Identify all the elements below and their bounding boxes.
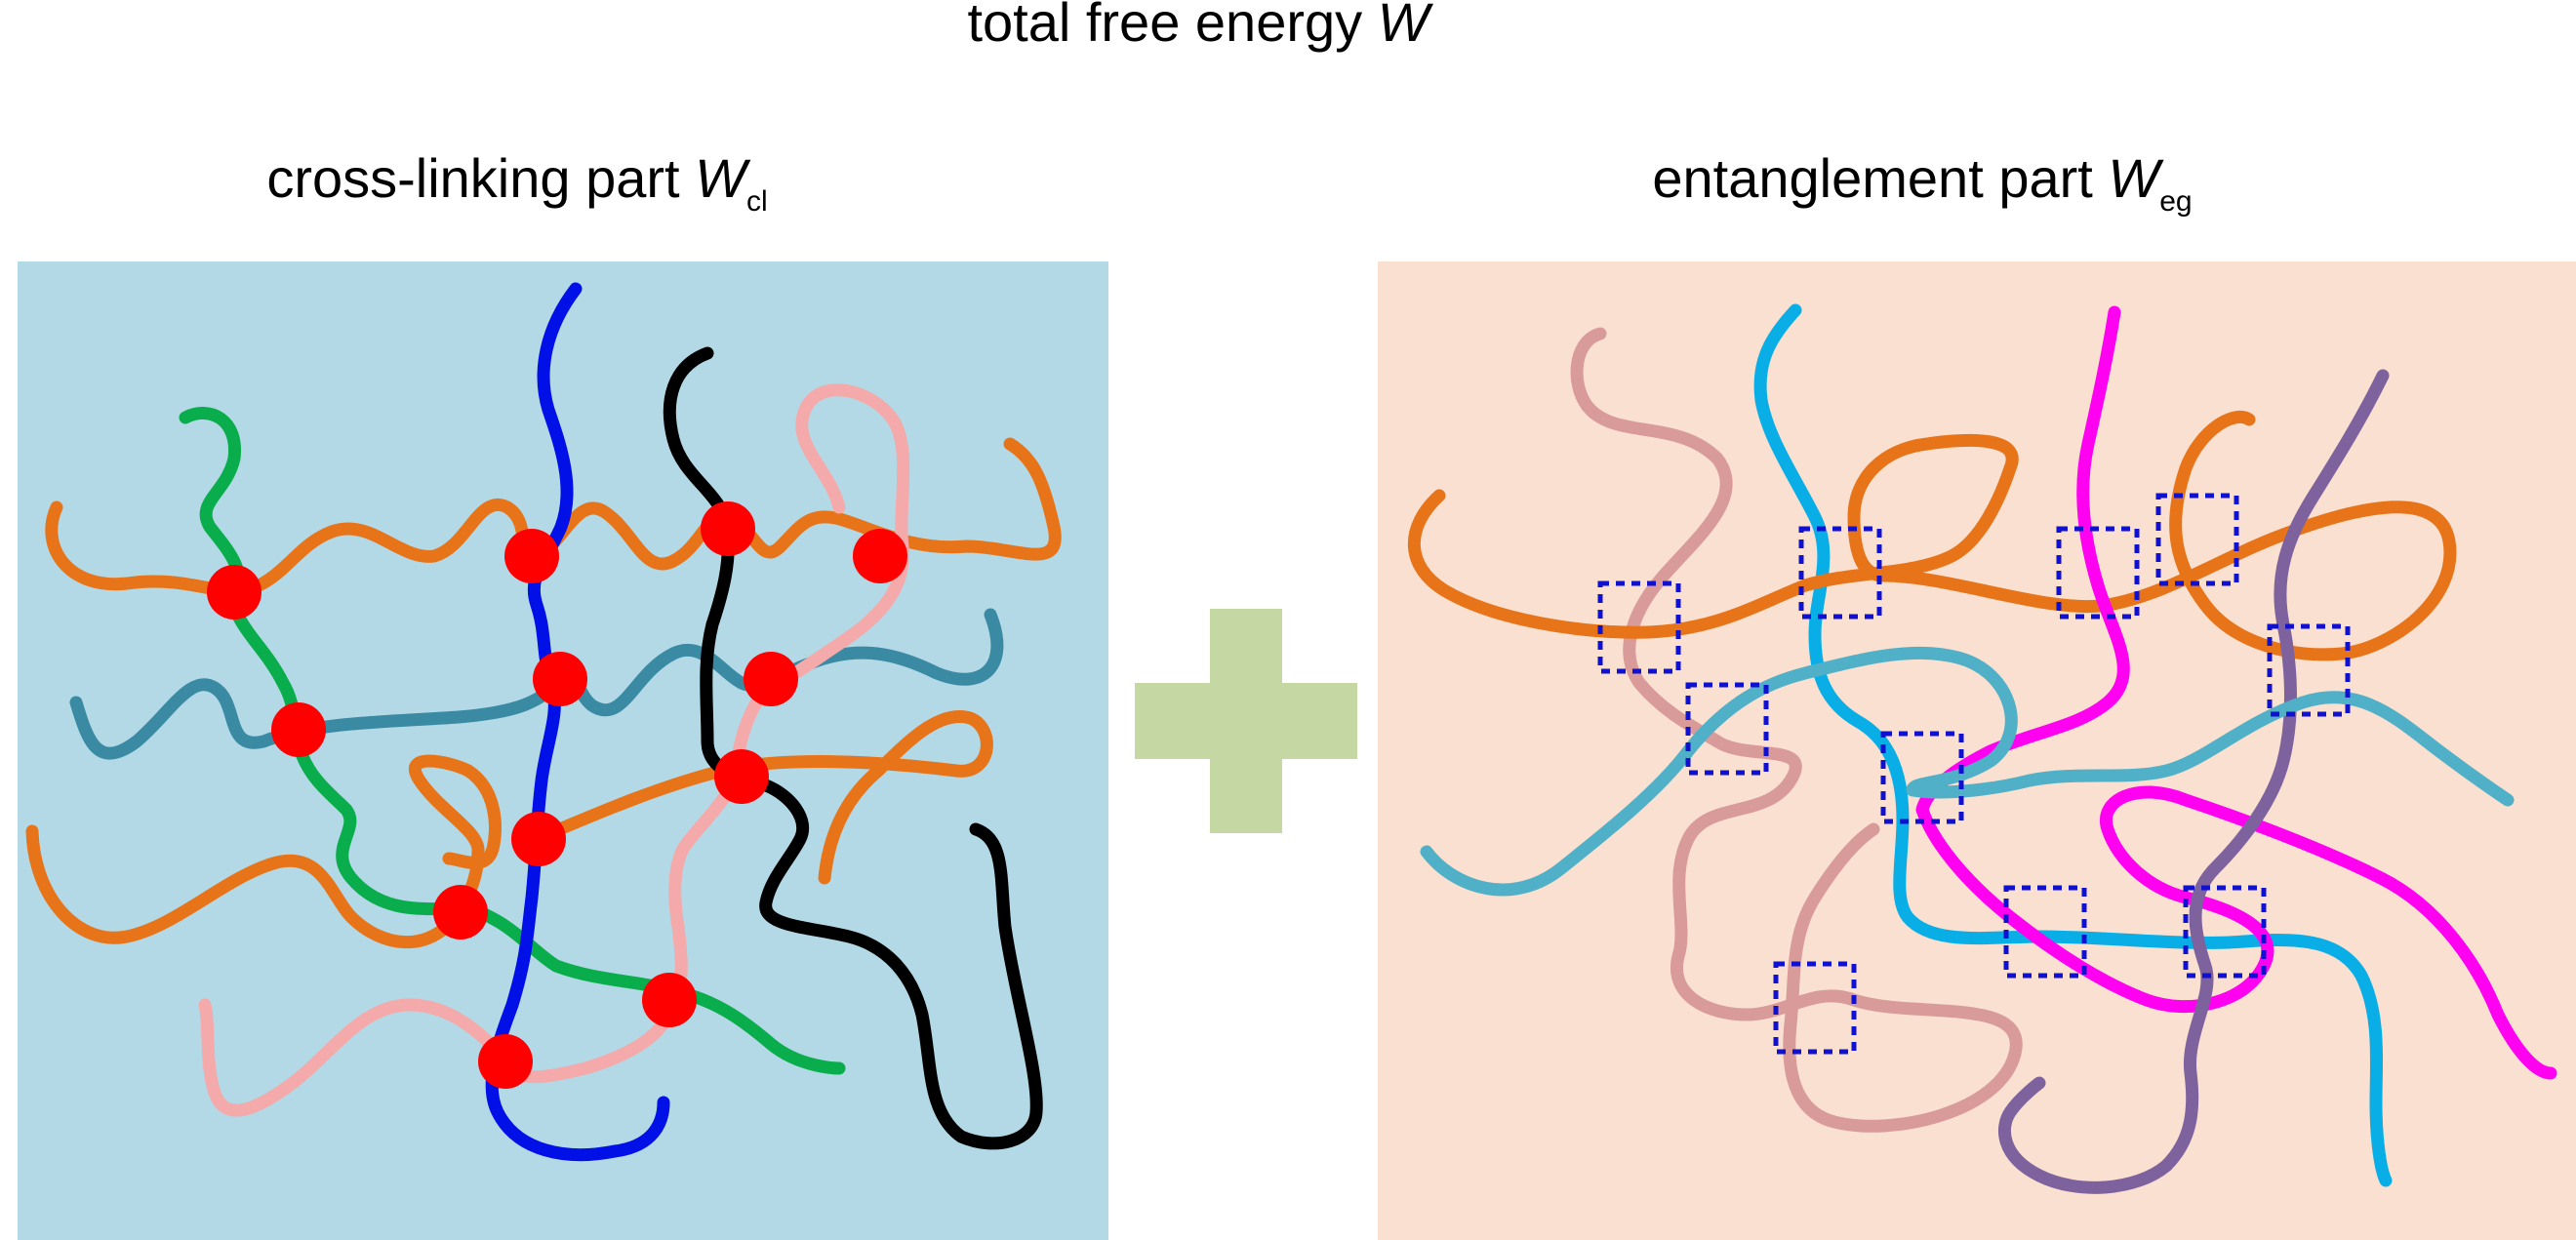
crosslink-node (701, 501, 755, 556)
orange-strand-entangled (1407, 410, 2457, 661)
crosslink-nodes (207, 501, 907, 1089)
entanglement-marker (1880, 731, 1964, 824)
right-panel-heading: entanglement part Weg (1652, 147, 2192, 218)
entanglement-marker (2056, 526, 2140, 620)
crosslink-node (511, 812, 566, 866)
pink-strand (198, 383, 910, 1117)
entanglement-marker (2003, 885, 2087, 979)
left-panel-heading: cross-linking part Wcl (266, 147, 767, 218)
magenta-strand (1915, 305, 2557, 1080)
crosslinking-panel-background (18, 261, 1108, 1240)
crosslink-node (271, 702, 326, 757)
entanglement-marker (1597, 580, 1681, 674)
entanglement-panel (1378, 261, 2576, 1240)
light-blue-strand (1420, 646, 2515, 897)
entanglement-markers (1597, 493, 2351, 1055)
main-title: total free energy W (967, 0, 1433, 53)
blue-strand (485, 282, 670, 1162)
mauve-strand (1570, 327, 2023, 1133)
crosslink-node (744, 652, 798, 706)
entanglement-marker (2183, 885, 2267, 979)
entanglement-marker (2267, 623, 2351, 717)
crosslink-node (853, 529, 907, 583)
cyan-strand (1753, 303, 2393, 1187)
crosslink-node (714, 749, 769, 804)
crosslink-node (642, 973, 697, 1027)
crosslink-node (207, 565, 262, 620)
crosslink-node (533, 652, 587, 706)
crosslink-node (504, 529, 559, 583)
plus-sign-icon (1135, 609, 1357, 833)
purple-strand (1998, 369, 2390, 1194)
entanglement-marker (1798, 526, 1882, 620)
entanglement-marker (1773, 961, 1857, 1055)
orange-strand-middle-b (530, 709, 993, 885)
crosslink-node (478, 1034, 533, 1089)
entanglement-marker (2155, 493, 2239, 586)
entanglement-marker (1685, 682, 1769, 776)
crosslink-node (433, 885, 488, 940)
crosslinking-panel (18, 261, 1108, 1240)
